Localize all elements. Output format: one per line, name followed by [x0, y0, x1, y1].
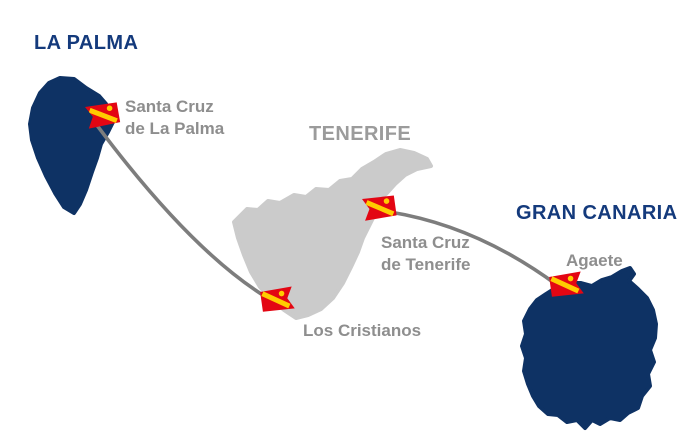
route-santa-cruz-tenerife-to-agaete — [388, 210, 559, 287]
port-flag-icon-agaete — [549, 271, 584, 297]
port-label-line2: de Tenerife — [381, 255, 471, 274]
route-la-palma-to-los-cristianos — [94, 122, 268, 299]
gran-canaria-island — [520, 266, 658, 430]
port-label-agaete: Agaete — [566, 251, 623, 270]
port-label-los-cristianos: Los Cristianos — [303, 321, 422, 340]
island-title-la-palma: LA PALMA — [34, 32, 139, 54]
island-title-gran-canaria: GRAN CANARIA — [516, 202, 678, 224]
port-label-santa-cruz-la-palma: Santa Cruz de La Palma — [125, 96, 224, 140]
port-flag-icon-santa-cruz-tenerife — [362, 195, 397, 221]
la-palma-island — [28, 76, 115, 215]
island-title-tenerife: TENERIFE — [309, 123, 412, 145]
port-flag-icon-los-cristianos — [260, 286, 295, 312]
port-label-santa-cruz-tenerife: Santa Cruz de Tenerife — [381, 232, 470, 276]
port-flag-icon-santa-cruz-la-palma — [85, 102, 121, 129]
port-label-line1: Santa Cruz — [125, 97, 214, 116]
port-label-line2: de La Palma — [125, 119, 225, 138]
tenerife-island — [232, 148, 433, 320]
port-label-line1: Santa Cruz — [381, 233, 470, 252]
